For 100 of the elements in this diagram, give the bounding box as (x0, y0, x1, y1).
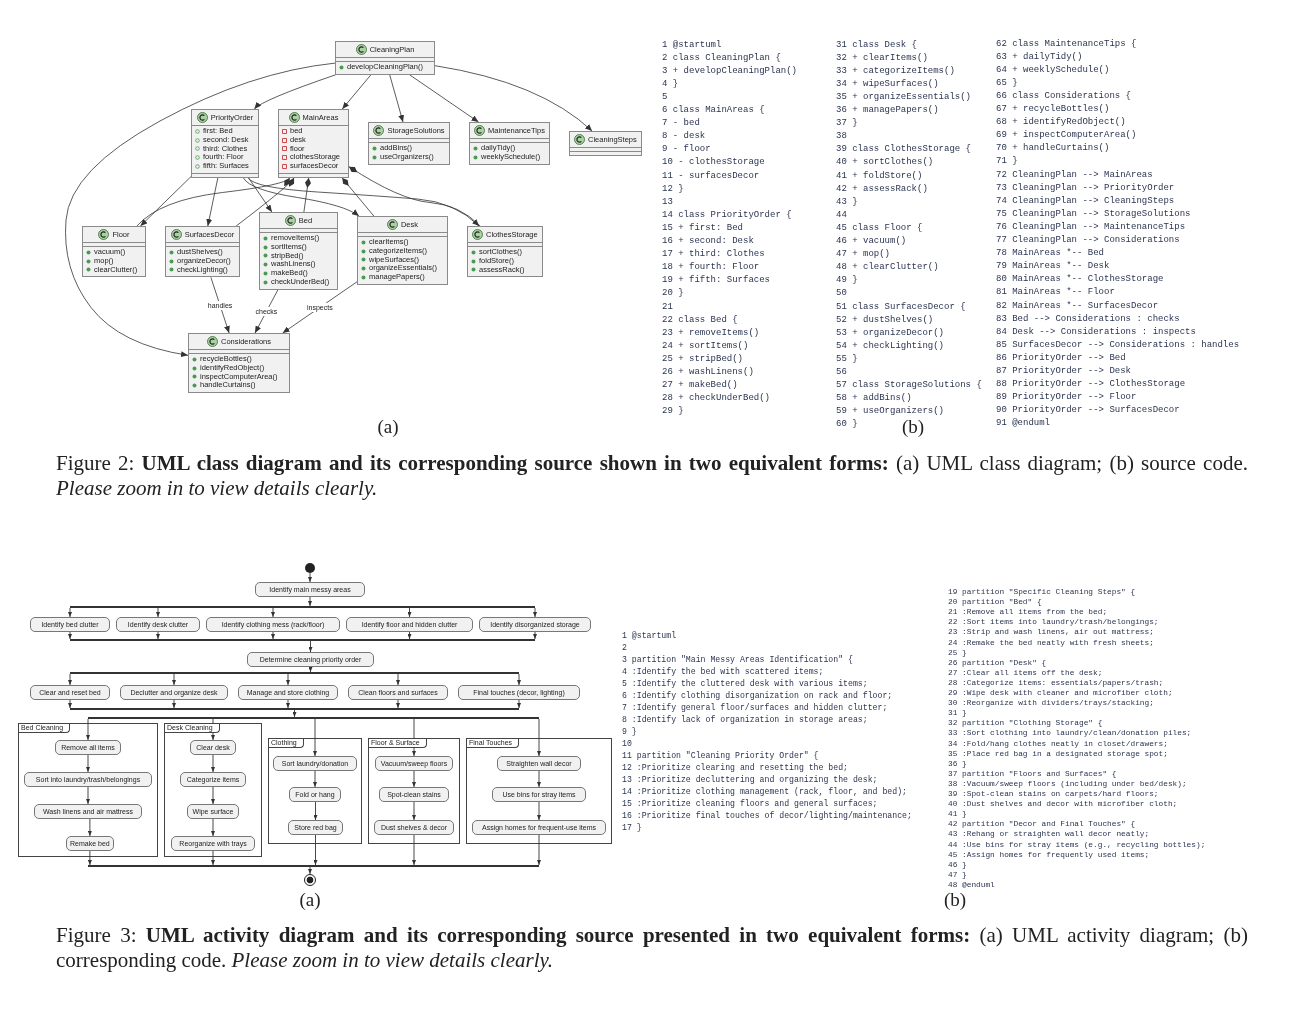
code-line: 38 (836, 130, 847, 144)
code-line: 15 + first: Bed (662, 221, 743, 235)
partition-frame (466, 738, 612, 844)
action-node (238, 685, 338, 700)
code-line: 45 class Floor { (836, 221, 923, 235)
code-line: 64 + weeklySchedule() (996, 63, 1110, 77)
code-line: 53 + organizeDecor() (836, 326, 945, 340)
code-line: 14 :Prioritize clothing management (rack, floor, and bed); (622, 786, 907, 798)
action-node (206, 617, 340, 632)
code-line: 73 CleaningPlan --> PriorityOrder (996, 181, 1175, 195)
action-node (24, 772, 152, 787)
code-line: 57 class StorageSolutions { (836, 379, 982, 393)
code-line: 13 :Prioritize decluttering and organizing the desk; (622, 774, 878, 786)
code-line: 63 + dailyTidy() (996, 50, 1083, 64)
partition-frame (164, 723, 262, 857)
code-line: 12 } (662, 182, 684, 196)
code-line: 6 class MainAreas { (662, 104, 765, 117)
code-line: 47 + mop() (836, 248, 890, 262)
code-line: 17 + third: Clothes (662, 248, 765, 262)
code-line: 76 CleaningPlan --> MaintenanceTips (996, 220, 1186, 234)
code-line: 82 MainAreas *-- SurfacesDecor (996, 299, 1159, 313)
action-node (379, 787, 449, 802)
code-line: 24 + sortItems() (662, 339, 749, 353)
code-line: 79 MainAreas *-- Desk (996, 260, 1110, 274)
action-node (30, 617, 110, 632)
action-node (289, 787, 341, 802)
code-line: 91 @enduml (996, 417, 1050, 431)
code-line: 1 @startuml (622, 630, 677, 642)
action-node (288, 820, 343, 835)
code-line: 37 } (836, 117, 858, 131)
class-box (278, 109, 349, 178)
class-box (569, 131, 642, 156)
code-line: 34 + wipeSurfaces() (836, 77, 939, 91)
code-line: 50 (836, 287, 847, 301)
code-line: 74 CleaningPlan --> CleaningSteps (996, 194, 1175, 208)
code-line: 27 + makeBed() (662, 379, 738, 393)
code-line: 80 MainAreas *-- ClothesStorage (996, 273, 1164, 287)
partition-frame (18, 723, 158, 857)
code-line: 29 } (662, 405, 684, 419)
panel-label: (a) (299, 889, 321, 911)
class-box (82, 226, 146, 278)
code-line: 48 + clearClutter() (836, 261, 939, 275)
code-line: 6 :Identify clothing disorganization on rack and floor; (622, 690, 893, 702)
code-line: 23 + removeItems() (662, 326, 760, 340)
code-line: 11 - surfacesDecor (662, 169, 760, 183)
code-line: 8 :Identify lack of organization in storage areas; (622, 714, 868, 726)
code-line: 54 + checkLighting() (836, 339, 945, 353)
code-line: 17 } (622, 822, 642, 834)
action-node (375, 756, 453, 771)
code-line: 7 - bed (662, 117, 700, 131)
code-line: 41 + foldStore() (836, 169, 923, 183)
class-box (259, 212, 338, 290)
action-node (374, 820, 454, 835)
code-line: 81 MainAreas *-- Floor (996, 286, 1115, 300)
code-line: 5 (662, 90, 668, 104)
code-line: 39 class ClothesStorage { (836, 143, 972, 157)
partition-frame (368, 738, 460, 844)
code-line: 55 } (836, 352, 858, 366)
code-line: 10 (622, 738, 632, 750)
class-box (469, 122, 550, 165)
action-node (116, 617, 200, 632)
class-box (357, 216, 448, 285)
action-node (346, 617, 473, 632)
action-node (120, 685, 228, 700)
code-line: 35 + organizeEssentials() (836, 90, 972, 104)
code-line: 87 PriorityOrder --> Desk (996, 365, 1132, 378)
figure-caption: Figure 3: UML activity diagram and its corresponding source presented in two equivalent forms: (a) UML activity diagram; (b) corresponding code. Please zoom in to view details clearly. (56, 923, 1248, 973)
arrow (308, 866, 312, 875)
action-node (472, 820, 606, 835)
action-node (492, 787, 586, 802)
code-line: 9 - floor (662, 143, 711, 157)
code-line: 75 CleaningPlan --> StorageSolutions (996, 207, 1191, 221)
code-line: 16 :Prioritize final touches of decor/lighting/maintenance; (622, 810, 912, 822)
action-node (458, 685, 580, 700)
code-line: 16 + second: Desk (662, 235, 754, 248)
action-node (273, 756, 357, 771)
class-box (188, 333, 290, 394)
code-line: 44 (836, 208, 847, 222)
code-line: 46 + vacuum() (836, 235, 907, 248)
end-node (304, 874, 316, 886)
action-node (34, 804, 142, 819)
partition-frame (268, 738, 362, 844)
panel-label: (b) (943, 889, 967, 911)
code-line: 40 + sortClothes() (836, 156, 934, 170)
code-line: 18 + fourth: Floor (662, 261, 760, 275)
code-line: 70 + handleCurtains() (996, 142, 1110, 156)
start-node (305, 563, 315, 573)
action-node (180, 772, 246, 787)
code-line: 67 + recycleBottles() (996, 103, 1110, 116)
code-line: 90 PriorityOrder --> SurfacesDecor (996, 404, 1180, 418)
code-line: 2 class CleaningPlan { (662, 51, 781, 65)
class-box (467, 226, 543, 278)
arrow (308, 666, 313, 673)
code-line: 3 + developCleaningPlan() (662, 64, 798, 78)
code-line: 33 + categorizeItems() (836, 64, 955, 78)
code-line: 78 MainAreas *-- Bed (996, 247, 1105, 261)
code-line: 7 :Identify general floor/surfaces and hidden clutter; (622, 702, 888, 714)
code-line: 72 CleaningPlan --> MainAreas (996, 168, 1153, 182)
arrow (156, 631, 160, 640)
code-line: 14 class PriorityOrder { (662, 208, 792, 222)
